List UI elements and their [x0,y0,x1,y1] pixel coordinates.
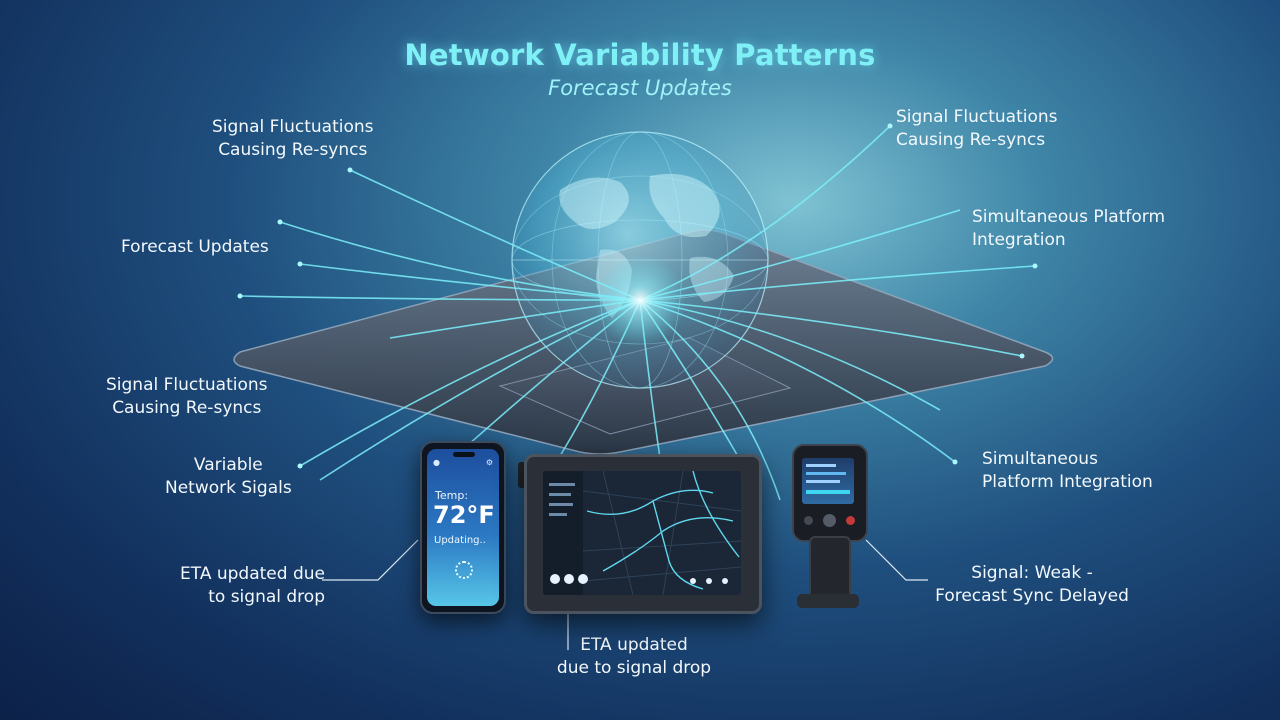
diagram-title: Network Variability Patterns [404,38,876,72]
phone-screen: ● ⚙ Temp: 72°F Updating.. [427,449,499,606]
label-signal-fluctuations-lower-left: Signal Fluctuations Causing Re-syncs [106,375,268,418]
label-simultaneous-platform-integration-top: Simultaneous Platform Integration [972,207,1166,250]
streak-dots [237,123,1038,469]
loading-spinner-icon [455,561,473,579]
map-routes [543,471,741,595]
scanner-button-center [823,514,836,527]
gear-icon: ⚙ [485,458,493,467]
smartphone: ● ⚙ Temp: 72°F Updating.. [420,441,506,614]
scanner-handle [809,536,851,602]
handheld-scanner [792,444,868,542]
scanner-base [797,594,859,608]
diagram-subtitle: Forecast Updates [548,76,732,100]
label-signal-weak: Signal: Weak - Forecast Sync Delayed [935,563,1129,606]
scanner-button-red [846,516,855,525]
tablet-bumper-left [518,462,526,488]
scanner-screen [802,458,854,504]
label-forecast-updates-left: Forecast Updates [121,237,269,257]
label-eta-updated-left: ETA updated due to signal drop [180,564,325,607]
phone-status: Updating.. [434,535,486,546]
tablet-map-screen [543,471,741,595]
label-eta-updated-bottom: ETA updated due to signal drop [556,635,712,678]
rugged-tablet [524,454,762,614]
label-signal-fluctuations-top-left: Signal Fluctuations Causing Re-syncs [212,117,374,160]
label-simultaneous-platform-integration-lower: Simultaneous Platform Integration [982,449,1153,492]
phone-temp-label: Temp: [435,489,469,502]
leader-lines [322,539,928,650]
phone-temp-value: 72°F [433,501,495,529]
phone-notch [453,452,475,457]
scanner-button-left [804,516,813,525]
label-signal-fluctuations-top-right: Signal Fluctuations Causing Re-syncs [896,107,1058,150]
location-icon: ● [433,458,440,467]
scanner-display [806,464,850,494]
signal-hub-glow [594,254,686,346]
label-variable-network-signals: Variable Network Sigals [165,455,292,498]
